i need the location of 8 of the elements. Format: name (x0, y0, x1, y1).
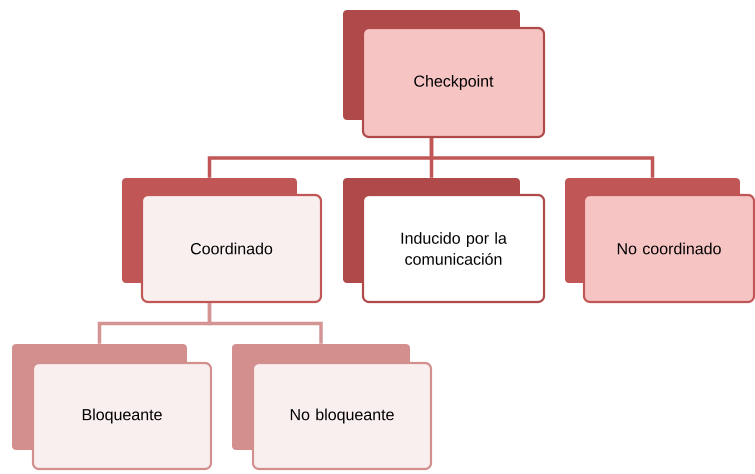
process-box: Bloqueante (12, 344, 212, 470)
process-box: Inducido por la comunicación (343, 178, 546, 304)
process-box: No coordinado (565, 178, 755, 304)
connector (430, 138, 654, 178)
connector (208, 303, 323, 344)
process-box: Checkpoint (343, 10, 546, 138)
process-box: No bloqueante (232, 344, 432, 470)
process-box: Coordinado (122, 178, 322, 304)
